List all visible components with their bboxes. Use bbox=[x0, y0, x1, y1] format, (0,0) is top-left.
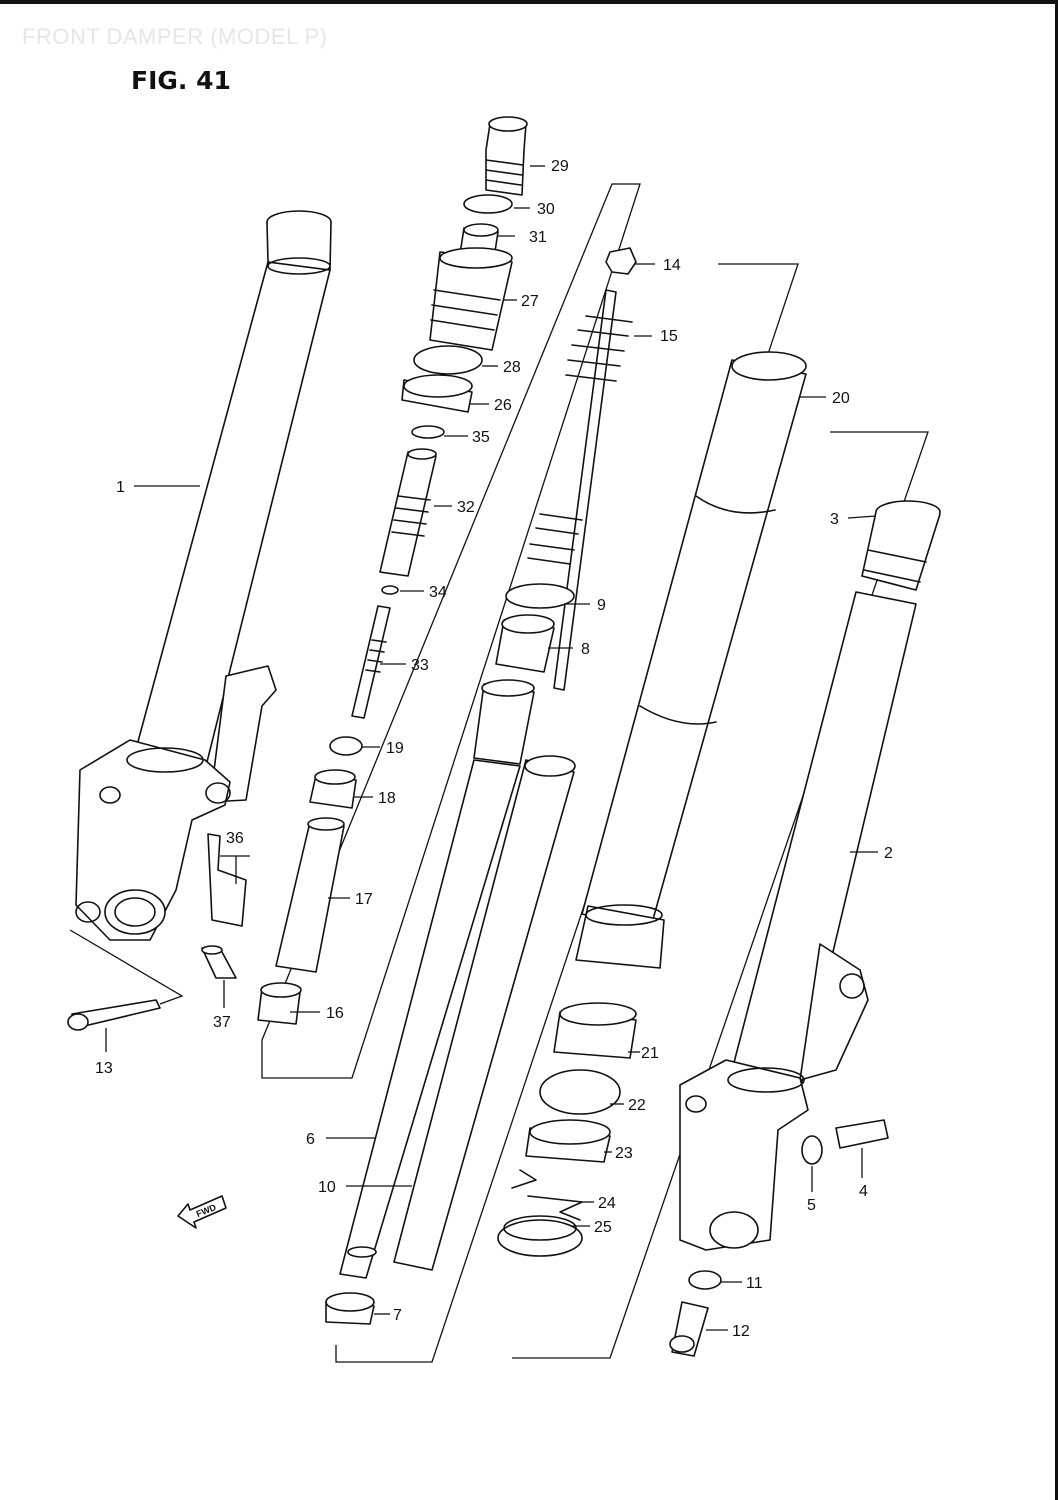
callout-27: 27 bbox=[521, 293, 539, 310]
faint-header-title: FRONT DAMPER (MODEL P) bbox=[22, 24, 328, 49]
callout-7: 7 bbox=[393, 1307, 402, 1324]
callout-29: 29 bbox=[551, 158, 569, 175]
part-13-bolt bbox=[67, 999, 161, 1031]
callout-19: 19 bbox=[386, 740, 404, 757]
part-27-spring-adjuster bbox=[429, 247, 513, 351]
callout-20: 20 bbox=[832, 390, 850, 407]
callout-16: 16 bbox=[326, 1005, 344, 1022]
callout-1: 1 bbox=[116, 479, 125, 496]
right-border bbox=[1055, 0, 1058, 1500]
part-30-o-ring bbox=[463, 194, 513, 214]
callout-22: 22 bbox=[628, 1097, 646, 1114]
part-36-bracket bbox=[207, 833, 247, 927]
part-9-ring bbox=[505, 583, 575, 609]
callout-26: 26 bbox=[494, 397, 512, 414]
callout-24: 24 bbox=[598, 1195, 616, 1212]
part-35-clip bbox=[411, 425, 445, 439]
part-21-bushing bbox=[553, 1002, 637, 1059]
callout-25: 25 bbox=[594, 1219, 612, 1236]
callout-13: 13 bbox=[95, 1060, 113, 1077]
callout-37: 37 bbox=[213, 1014, 231, 1031]
part-6-cylinder bbox=[339, 679, 535, 1279]
part-34-washer bbox=[381, 585, 399, 595]
leader-lines bbox=[105, 165, 878, 1331]
callout-11: 11 bbox=[746, 1275, 763, 1292]
callout-31: 31 bbox=[529, 229, 547, 246]
part-14-nut bbox=[605, 247, 637, 275]
callout-23: 23 bbox=[615, 1145, 633, 1162]
part-26-seat bbox=[401, 374, 473, 413]
callout-15: 15 bbox=[660, 328, 678, 345]
part-8-piston bbox=[495, 614, 555, 673]
callout-12: 12 bbox=[732, 1323, 750, 1340]
callout-4: 4 bbox=[859, 1183, 868, 1200]
callout-10: 10 bbox=[318, 1179, 336, 1196]
part-33-valve-rod bbox=[351, 605, 391, 719]
part-32-cylinder bbox=[379, 448, 437, 577]
part-20-inner-tube bbox=[575, 351, 807, 969]
callout-6: 6 bbox=[306, 1131, 315, 1148]
part-1-outer-tube bbox=[75, 210, 332, 941]
group-frame-10 bbox=[335, 263, 799, 1363]
callout-33: 33 bbox=[411, 657, 429, 674]
callout-36: 36 bbox=[226, 830, 244, 847]
part-11-washer bbox=[688, 1270, 722, 1290]
part-7-piston-ring bbox=[325, 1292, 375, 1325]
part-4-air-valve bbox=[835, 1119, 889, 1149]
part-12-bolt bbox=[669, 1301, 709, 1357]
part-25-dust-seal bbox=[497, 1215, 583, 1257]
part-23-oil-seal bbox=[525, 1119, 611, 1163]
part-28-o-ring bbox=[413, 345, 483, 375]
callout-28: 28 bbox=[503, 359, 521, 376]
callout-35: 35 bbox=[472, 429, 490, 446]
callout-30: 30 bbox=[537, 201, 555, 218]
part-22-seal bbox=[539, 1069, 621, 1115]
part-19-washer bbox=[329, 736, 363, 756]
part-2-outer-tube bbox=[679, 500, 941, 1251]
part-5-gasket bbox=[801, 1135, 823, 1165]
callout-2: 2 bbox=[884, 845, 893, 862]
callout-labels: 29 30 31 14 27 15 28 26 20 35 1 32 3 34 … bbox=[95, 158, 893, 1340]
group-frame-2 bbox=[512, 431, 929, 1359]
part-17-tube bbox=[275, 817, 345, 973]
callout-9: 9 bbox=[597, 597, 606, 614]
figure-title: FIG. 41 bbox=[131, 66, 231, 95]
part-10-spring bbox=[393, 755, 576, 1271]
callout-14: 14 bbox=[663, 257, 681, 274]
fwd-arrow-icon: FWD bbox=[177, 1195, 227, 1229]
group-frame-13 bbox=[69, 929, 184, 1005]
part-37-bolt bbox=[201, 945, 237, 979]
part-18-guide bbox=[309, 769, 357, 809]
part-29-cap-bolt bbox=[485, 116, 528, 196]
callout-34: 34 bbox=[429, 584, 447, 601]
callout-18: 18 bbox=[378, 790, 396, 807]
callout-32: 32 bbox=[457, 499, 475, 516]
part-24-clip bbox=[511, 1169, 583, 1221]
callout-21: 21 bbox=[641, 1045, 659, 1062]
callout-5: 5 bbox=[807, 1197, 816, 1214]
callout-17: 17 bbox=[355, 891, 373, 908]
callout-8: 8 bbox=[581, 641, 590, 658]
callout-3: 3 bbox=[830, 511, 839, 528]
top-border bbox=[0, 0, 1058, 4]
part-16-bushing bbox=[257, 982, 302, 1025]
